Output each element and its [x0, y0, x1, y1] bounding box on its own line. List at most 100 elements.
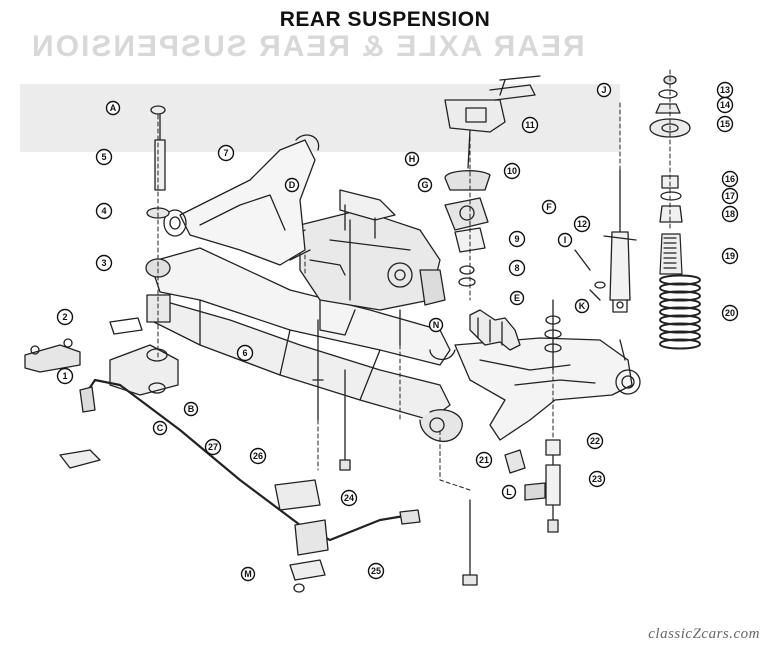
callout-13: 13: [716, 81, 734, 99]
callout-21: 21: [475, 451, 493, 469]
coil-spring: [659, 274, 701, 350]
callout-marker: [503, 162, 521, 180]
callout-marker: [721, 304, 739, 322]
callout-a: A: [105, 100, 121, 116]
callout-marker: [95, 254, 113, 272]
callout-9: 9: [508, 230, 526, 248]
callout-marker: [56, 367, 74, 385]
callout-24: 24: [340, 489, 358, 507]
callout-label: C: [157, 423, 164, 433]
callout-l: L: [501, 484, 517, 500]
differential-housing: [279, 209, 446, 336]
callout-f: F: [541, 199, 557, 215]
callout-label: 3: [101, 258, 106, 268]
callout-marker: [716, 115, 734, 133]
watermark: classicZcars.com: [648, 626, 760, 642]
background-bleed-band: [20, 84, 620, 152]
assembly-guide-lines: [157, 69, 671, 491]
right-suspension-arm: [454, 337, 641, 441]
shock-absorber-strut: [603, 169, 637, 313]
callout-d: D: [284, 177, 300, 193]
callout-marker: [183, 401, 199, 417]
callout-10: 10: [503, 162, 521, 180]
callout-marker: [95, 202, 113, 220]
callout-label: 5: [101, 152, 106, 162]
callout-marker: [217, 144, 235, 162]
callout-label: 20: [725, 308, 735, 318]
callout-marker: [428, 317, 444, 333]
callout-marker: [152, 420, 168, 436]
callout-label: 11: [525, 120, 535, 130]
callout-14: 14: [716, 96, 734, 114]
callout-marker: [509, 290, 525, 306]
callout-label: 1: [62, 371, 67, 381]
callout-18: 18: [721, 205, 739, 223]
callout-label: J: [601, 85, 606, 95]
callout-n: N: [428, 317, 444, 333]
callout-marker: [574, 298, 590, 314]
callout-k: K: [574, 298, 590, 314]
callout-label: 4: [101, 206, 106, 216]
callout-label: 25: [371, 566, 381, 576]
callout-marker: [557, 232, 573, 248]
callout-marker: [501, 484, 517, 500]
mounting-bolts: [312, 299, 559, 586]
callout-marker: [508, 259, 526, 277]
bump-boot-bellows: [659, 233, 683, 275]
callout-label: 12: [577, 219, 587, 229]
callout-7: 7: [217, 144, 235, 162]
coil-spring-turns: [659, 274, 701, 350]
callout-marker: [249, 447, 267, 465]
callout-marker: [586, 432, 604, 450]
callout-11: 11: [521, 116, 539, 134]
callout-label: 10: [507, 166, 517, 176]
callout-marker: [716, 96, 734, 114]
callout-marker: [573, 215, 591, 233]
callout-label: M: [244, 569, 252, 579]
callout-marker: [721, 187, 739, 205]
callout-marker: [521, 116, 539, 134]
callout-6: 6: [236, 344, 254, 362]
callout-label: 14: [720, 100, 730, 110]
callout-marker: [236, 344, 254, 362]
callout-15: 15: [716, 115, 734, 133]
callout-label: 17: [725, 191, 735, 201]
callout-marker: [508, 230, 526, 248]
callout-label: G: [421, 180, 428, 190]
callout-marker: [404, 151, 420, 167]
callout-g: G: [417, 177, 433, 193]
callout-marker: [240, 566, 256, 582]
callout-25: 25: [367, 562, 385, 580]
left-suspension-arm: [163, 134, 320, 266]
callout-12: 12: [573, 215, 591, 233]
callout-label: 13: [720, 85, 730, 95]
callout-marker: [367, 562, 385, 580]
callout-marker: [588, 470, 606, 488]
right-arm-bushings: [504, 249, 606, 506]
callout-m: M: [240, 566, 256, 582]
callout-label: 2: [62, 312, 67, 322]
callout-26: 26: [249, 447, 267, 465]
callout-label: H: [409, 154, 416, 164]
callout-label: F: [546, 202, 552, 212]
callout-marker: [105, 100, 121, 116]
callout-4: 4: [95, 202, 113, 220]
callout-label: D: [289, 180, 296, 190]
callout-19: 19: [721, 247, 739, 265]
drive-shaft-boot: [469, 309, 521, 351]
callout-8: 8: [508, 259, 526, 277]
callout-label: E: [514, 293, 520, 303]
callout-label: 21: [479, 455, 489, 465]
callout-label: 16: [725, 174, 735, 184]
callout-i: I: [557, 232, 573, 248]
callout-label: 9: [514, 234, 519, 244]
callout-marker: [56, 308, 74, 326]
callout-marker: [95, 148, 113, 166]
callout-label: 26: [253, 451, 263, 461]
suspension-member: [149, 247, 463, 442]
bump-boot: [659, 233, 683, 275]
callout-23: 23: [588, 470, 606, 488]
callout-3: 3: [95, 254, 113, 272]
